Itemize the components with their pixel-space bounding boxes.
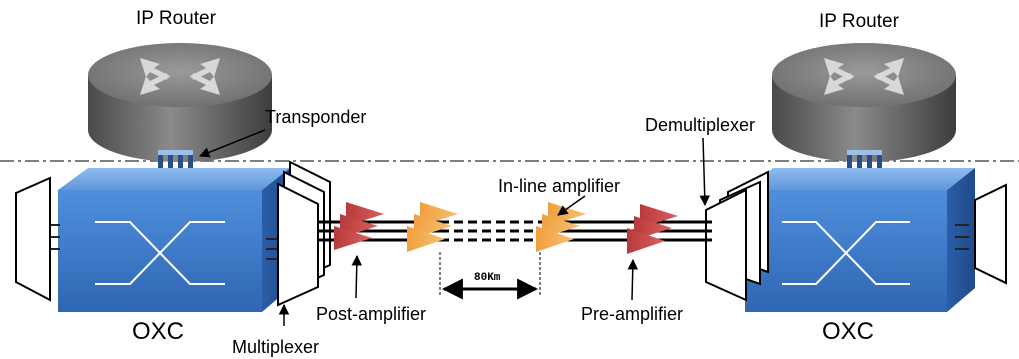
oxc-left: [50, 168, 290, 312]
ip-router-right: [772, 43, 956, 162]
ip-router-left-label: IP Router: [136, 8, 216, 29]
post-amplifier-label: Post-amplifier: [316, 304, 427, 324]
inline-amplifier-right: [536, 202, 586, 252]
post-amplifier: [334, 202, 384, 250]
oxc-left-label: OXC: [132, 318, 185, 345]
distance-label: 80Km: [474, 272, 501, 284]
oxc-right: [745, 168, 975, 312]
multiplexer-right: [974, 183, 1007, 285]
multiplexer-label: Multiplexer: [232, 337, 320, 357]
demultiplexer-label: Demultiplexer: [645, 115, 756, 135]
router-arrows-icon: [140, 58, 220, 95]
cross-connect-icon: [782, 221, 910, 285]
pre-amplifier: [627, 204, 678, 254]
span-indicator: [439, 252, 541, 300]
ip-router-right-label: IP Router: [819, 11, 899, 32]
oxc-right-label: OXC: [822, 318, 875, 345]
inline-amplifier-left: [407, 202, 458, 252]
multiplexer-left: [277, 160, 331, 307]
demultiplexer-right: [705, 170, 769, 302]
pre-amplifier-label: Pre-amplifier: [581, 304, 684, 324]
cross-connect-icon: [95, 221, 225, 285]
callout-arrows: [199, 129, 710, 326]
inline-amplifier-label: In-line amplifier: [498, 176, 621, 196]
transponder-label: Transponder: [265, 107, 367, 127]
router-arrows-icon: [824, 58, 904, 95]
ip-router-left: [88, 43, 272, 162]
demultiplexer-left: [15, 176, 51, 302]
